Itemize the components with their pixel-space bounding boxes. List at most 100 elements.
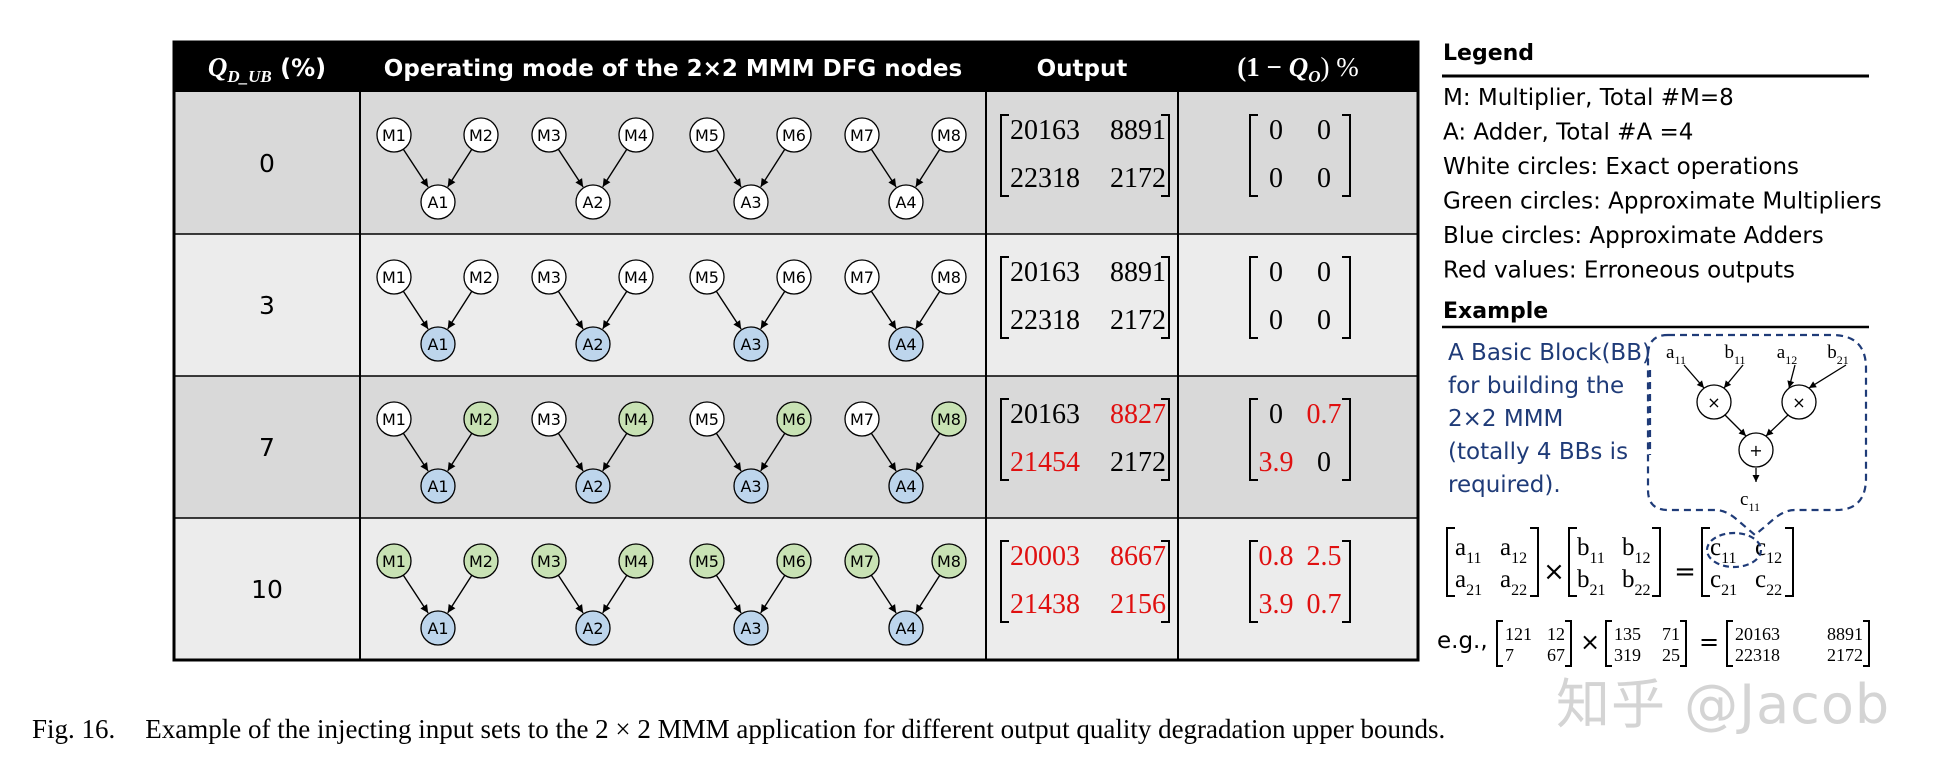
error-cell: 0 <box>1317 305 1331 336</box>
adder-node <box>733 184 769 220</box>
multiplier-label: M7 <box>850 126 874 145</box>
example-description-line: required). <box>1448 472 1561 498</box>
row-q-value: 10 <box>251 575 283 604</box>
dfg-arrowhead <box>575 462 584 471</box>
c11-highlight <box>1705 531 1763 569</box>
bb-arrowhead <box>1724 380 1732 388</box>
row-q-value: 3 <box>259 291 275 320</box>
numeric-equals: = <box>1699 628 1719 656</box>
dfg-arrowhead <box>602 177 611 187</box>
header-q-subscript: D_UB <box>226 67 271 86</box>
legend-item: A: Adder, Total #A =4 <box>1443 120 1693 146</box>
dfg-arrowhead <box>602 461 611 471</box>
numeric-a-cell: 7 <box>1505 645 1514 665</box>
adder-label: A3 <box>740 477 761 496</box>
adder-node <box>733 468 769 504</box>
multiplier-label: M8 <box>937 126 961 145</box>
numeric-b-cell: 319 <box>1614 645 1641 665</box>
adder-node <box>575 468 611 504</box>
output-cell: 2172 <box>1110 305 1166 336</box>
multiplier-label: M8 <box>937 268 961 287</box>
error-cell: 0 <box>1317 447 1331 478</box>
numeric-c-cell: 20163 <box>1735 624 1780 644</box>
multiplier-node <box>531 401 567 437</box>
basic-block-callout <box>1646 333 1868 537</box>
header-q-unit: (%) <box>272 54 326 82</box>
multiplier-label: M3 <box>537 126 561 145</box>
multiplier-node <box>776 259 812 295</box>
multiplier-label: M1 <box>382 268 406 287</box>
header-err-post: ) % <box>1320 52 1358 82</box>
error-cell: 0 <box>1269 115 1283 146</box>
multiplier-node <box>776 401 812 437</box>
header-err-var: Q <box>1289 52 1309 82</box>
multiplier-label: M7 <box>850 268 874 287</box>
symbolic-a-cell-base: a <box>1500 534 1511 561</box>
adder-node <box>733 326 769 362</box>
error-cell: 3.9 <box>1259 589 1294 620</box>
example-description-line: for building the <box>1448 373 1624 399</box>
symbolic-c-bracket-right <box>1785 527 1794 597</box>
figure: QD_UB (%)Operating mode of the 2×2 MMM D… <box>172 40 1882 667</box>
error-bracket-left <box>1249 256 1258 339</box>
adder-label: A1 <box>427 193 448 212</box>
numeric-a-cell: 121 <box>1505 624 1532 644</box>
symbolic-c-cell: c22 <box>1755 566 1782 599</box>
dfg-arrowhead <box>420 178 429 187</box>
table-header-bg <box>174 42 1418 92</box>
adder-label: A2 <box>582 193 603 212</box>
adder-label: A4 <box>895 335 916 354</box>
symbolic-a-bracket-right <box>1530 527 1539 597</box>
bb-input-label-sub: 21 <box>1837 353 1849 367</box>
numeric-c-cell: 2172 <box>1827 645 1863 665</box>
error-cell: 0 <box>1269 163 1283 194</box>
table-row-bg <box>174 234 1418 376</box>
multiplier-label: M3 <box>537 268 561 287</box>
dfg-arrowhead <box>575 178 584 187</box>
error-bracket-right <box>1342 540 1351 623</box>
bb-input-label: a11 <box>1666 342 1686 367</box>
bb-input-label-sub: 12 <box>1785 353 1797 367</box>
dfg-arrowhead <box>733 462 742 471</box>
dfg-arrowhead <box>420 604 429 613</box>
numeric-a-bracket-right <box>1565 620 1572 667</box>
numeric-a-cell: 67 <box>1547 645 1565 665</box>
output-cell: 20163 <box>1010 399 1080 430</box>
dfg-arrowhead <box>602 319 611 329</box>
adder-label: A2 <box>582 335 603 354</box>
multiplier-label: M7 <box>850 410 874 429</box>
bb-input-label-base: b <box>1827 342 1837 363</box>
error-cell: 0 <box>1269 399 1283 430</box>
symbolic-a-cell: a12 <box>1500 534 1527 567</box>
bb-input-label-sub: 11 <box>1734 353 1746 367</box>
adder-label: A2 <box>582 477 603 496</box>
multiplier-label: M3 <box>537 410 561 429</box>
symbolic-a-cell-base: a <box>1500 566 1511 593</box>
bb-output-label-base: c <box>1740 489 1748 510</box>
header-err-sub: O <box>1308 67 1320 86</box>
output-cell: 20003 <box>1010 541 1080 572</box>
table-row-bg <box>174 92 1418 234</box>
symbolic-b-cell: b22 <box>1622 566 1651 599</box>
multiplier-node <box>844 259 880 295</box>
bb-arrowhead <box>1766 428 1774 436</box>
multiplier-node <box>689 117 725 153</box>
multiplier-node <box>531 543 567 579</box>
error-bracket-right <box>1342 114 1351 197</box>
dfg-arrowhead <box>733 320 742 329</box>
multiplier-node <box>844 401 880 437</box>
bb-input-label: b11 <box>1724 342 1745 367</box>
adder-node <box>733 610 769 646</box>
output-cell: 20163 <box>1010 257 1080 288</box>
symbolic-b-cell-base: b <box>1577 566 1590 593</box>
dfg-arrowhead <box>420 462 429 471</box>
symbolic-c-cell-base: c <box>1755 534 1766 561</box>
symbolic-c-cell-base: c <box>1755 566 1766 593</box>
dfg-arrowhead <box>760 603 769 613</box>
dfg-arrowhead <box>447 319 456 329</box>
dfg-arrowhead <box>733 178 742 187</box>
adder-label: A2 <box>582 619 603 638</box>
output-cell: 8827 <box>1110 399 1166 430</box>
